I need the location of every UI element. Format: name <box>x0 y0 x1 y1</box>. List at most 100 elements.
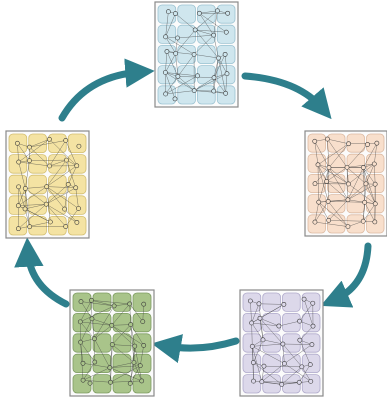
network-node <box>163 91 169 97</box>
network-edge <box>314 221 348 227</box>
network-edge <box>314 201 329 223</box>
panel-cell <box>282 312 301 333</box>
network-node <box>312 181 318 187</box>
network-edge <box>80 321 112 326</box>
network-edge <box>363 143 378 168</box>
network-node <box>211 32 217 38</box>
network-edge <box>193 34 214 55</box>
network-edge <box>284 363 311 382</box>
network-edge <box>82 363 110 368</box>
network-node <box>63 224 69 229</box>
network-node <box>27 158 32 164</box>
network-node <box>223 29 229 35</box>
network-edge <box>314 141 319 165</box>
cycle-arrows <box>14 58 372 364</box>
network-node <box>78 299 84 304</box>
network-edge <box>177 34 214 39</box>
network-node <box>92 359 98 365</box>
network-edge <box>348 183 376 204</box>
panel-cell <box>346 194 365 214</box>
network-edge <box>259 318 284 345</box>
network-edge <box>175 53 179 77</box>
network-edge <box>253 380 282 385</box>
network-edge <box>46 165 77 187</box>
network-edge <box>328 199 349 221</box>
network-node <box>89 297 94 303</box>
network-edge <box>65 140 77 166</box>
network-node <box>211 75 217 81</box>
network-edge <box>94 325 112 339</box>
panel-cell <box>307 133 326 153</box>
panel-cell <box>132 292 152 312</box>
network-node <box>127 301 133 307</box>
network-edge <box>91 318 112 326</box>
network-edge <box>195 10 218 31</box>
network-node <box>259 379 265 385</box>
network-edge <box>327 139 330 168</box>
arrow-bottom-left-to-left <box>14 237 70 308</box>
panel-cell <box>327 214 346 234</box>
network-node <box>22 206 28 212</box>
network-edges <box>250 298 314 385</box>
network-nodes <box>77 297 147 386</box>
network-edge <box>49 139 77 166</box>
network-edge <box>218 57 226 94</box>
network-nodes <box>312 136 380 230</box>
network-node <box>76 143 82 149</box>
panel-cell <box>28 133 47 154</box>
network-edge <box>284 344 313 364</box>
network-edge <box>317 164 327 182</box>
network-edge <box>347 183 367 200</box>
network-node <box>360 165 366 170</box>
network-node <box>222 51 228 57</box>
network-edge <box>80 301 93 319</box>
network-edge <box>194 54 219 59</box>
network-edge <box>25 186 47 189</box>
network-nodes <box>162 8 231 102</box>
network-nodes <box>247 296 316 387</box>
network-node <box>223 90 229 96</box>
network-node <box>315 162 321 168</box>
network-edge <box>346 167 367 185</box>
network-panel-top <box>154 1 239 108</box>
network-node <box>346 181 351 187</box>
network-node <box>309 342 315 347</box>
network-edge <box>328 201 349 227</box>
network-edge <box>347 220 364 227</box>
network-node <box>76 206 81 211</box>
arrow-left-to-top <box>58 58 155 122</box>
network-node <box>279 381 285 387</box>
network-edge <box>346 163 375 168</box>
network-edge <box>259 318 279 327</box>
network-node <box>301 296 307 302</box>
network-node <box>374 140 380 146</box>
panel-cell <box>132 374 152 394</box>
network-node <box>307 362 313 367</box>
network-edge <box>165 76 179 95</box>
network-node <box>128 322 134 327</box>
network-edge <box>82 367 110 381</box>
network-node <box>372 181 378 187</box>
network-edge <box>80 318 93 343</box>
network-node <box>276 323 282 329</box>
network-edge <box>165 36 195 55</box>
network-edge <box>80 342 95 363</box>
network-node <box>346 141 352 147</box>
network-edge <box>18 139 50 163</box>
network-node <box>345 224 351 230</box>
panel-cell <box>92 374 112 394</box>
network-edge <box>91 300 115 307</box>
network-edge <box>49 159 67 167</box>
network-node <box>312 219 318 225</box>
panel-cell <box>197 85 216 105</box>
network-edge <box>303 299 314 327</box>
network-edge <box>317 143 349 165</box>
network-edge <box>46 186 76 188</box>
network-edge <box>80 301 115 307</box>
network-node <box>191 88 197 94</box>
network-edge <box>130 324 144 346</box>
network-node <box>297 318 302 324</box>
network-node <box>77 319 83 325</box>
network-node <box>281 361 287 366</box>
